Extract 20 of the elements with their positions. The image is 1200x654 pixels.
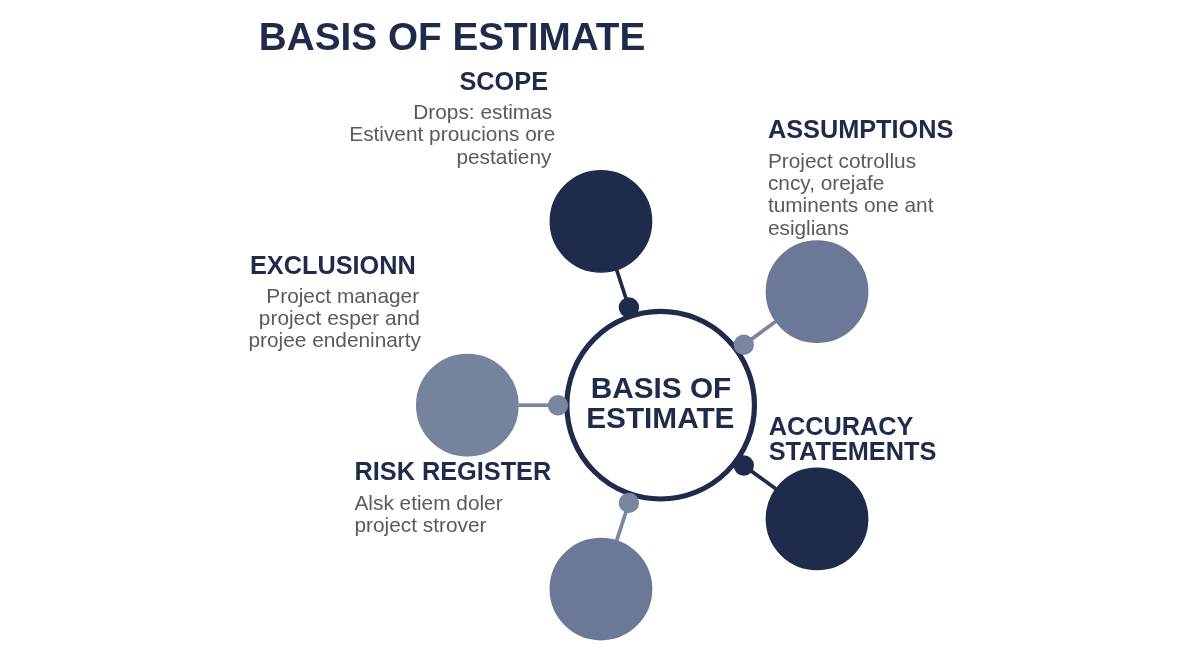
diagram-title: BASIS OF ESTIMATE [258, 14, 645, 58]
node-label: ASSUMPTIONS [767, 115, 953, 144]
node-circle [549, 537, 652, 641]
connector [614, 269, 639, 318]
node-label: Alsk etiem doler project strover [353, 490, 503, 536]
node-circle [415, 353, 519, 457]
node-label: ACCURACY STATEMENTS [768, 411, 936, 466]
node-circle [549, 169, 652, 273]
node-circle [765, 240, 868, 343]
connector [614, 492, 639, 541]
connector [518, 394, 568, 416]
node-label: Drops: estimas Estivent proucions ore pestatieny [348, 99, 555, 168]
node-label: RISK REGISTER [353, 457, 551, 486]
node-label: Project manager project esper and projee endeninarty [247, 283, 421, 352]
node-label: Project cotrollus cncy, orejafe tuminents one ant esiglians [767, 148, 933, 239]
node-circle [765, 467, 868, 571]
node-label: EXCLUSIONN [249, 250, 416, 279]
node-label: SCOPE [458, 66, 548, 95]
connector [733, 455, 777, 491]
connector [733, 320, 777, 355]
